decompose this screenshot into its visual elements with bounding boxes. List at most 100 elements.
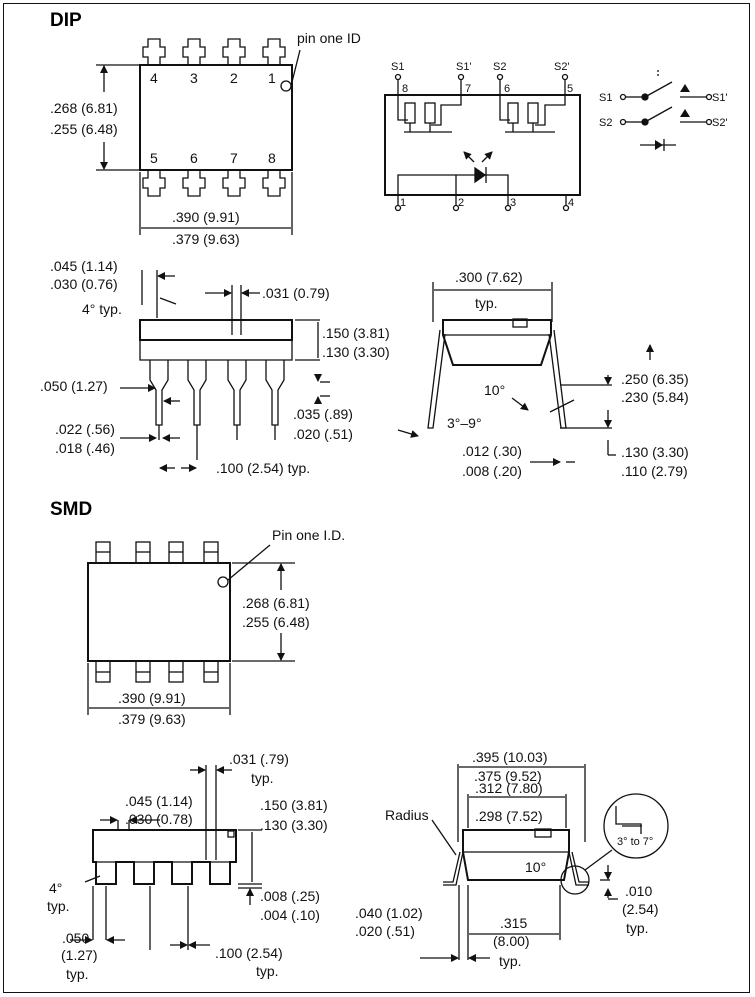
dimension-label: .312 (7.80): [475, 780, 543, 796]
dimension-label: typ.: [626, 920, 649, 936]
dip-end-view: .300 (7.62) typ. 10° 3°–9° .250 (6.35) .…: [397, 269, 689, 479]
dimension-label: .110 (2.79): [621, 463, 688, 479]
dip-height-max: .268 (6.81): [50, 100, 118, 116]
dimension-label: .050: [62, 930, 89, 946]
drawing-frame: [3, 3, 750, 993]
smd-pin-one-label: Pin one I.D.: [272, 527, 345, 543]
dip-pin-tab: [262, 38, 286, 65]
dimension-label: Radius: [385, 807, 429, 823]
dimension-label: 3: [510, 197, 516, 209]
smd-pin-tab: [135, 659, 151, 683]
dimension-label: 1: [400, 197, 406, 209]
dimension-label: typ.: [475, 295, 498, 311]
dimension-label: S1: [599, 92, 612, 104]
dimension-label: .255 (6.48): [242, 614, 310, 630]
smd-heading: SMD: [50, 499, 92, 520]
dimension-label: .045 (1.14): [50, 258, 118, 274]
dimension-label: 10°: [484, 382, 505, 398]
dip-pin-number: 1: [268, 70, 276, 86]
dimension-label: .150 (3.81): [260, 797, 328, 813]
dimension-label: .030 (0.78): [125, 811, 193, 827]
smd-side-view: .031 (.79) typ. .045 (1.14) .030 (0.78) …: [47, 751, 328, 982]
dimension-label: .008 (.20): [462, 463, 522, 479]
dimension-label: .390 (9.91): [118, 690, 186, 706]
dimension-label: .100 (2.54) typ.: [216, 460, 310, 476]
smd-pin-tab: [203, 659, 219, 683]
dimension-label: .022 (.56): [55, 421, 115, 437]
dimension-label: 3°–9°: [447, 415, 482, 431]
dimension-label: .250 (6.35): [621, 371, 689, 387]
dimension-label: .300 (7.62): [455, 269, 523, 285]
dip-width-max: .390 (9.91): [172, 209, 240, 225]
dimension-label: .100 (2.54): [215, 945, 283, 961]
dip-pin-number: 5: [150, 150, 158, 166]
dimension-label: (2.54): [622, 901, 659, 917]
dimension-label: .375 (9.52): [474, 768, 542, 784]
dimension-label: .045 (1.14): [125, 793, 193, 809]
schematic-body: [384, 94, 581, 196]
dimension-label: .130 (3.30): [621, 444, 689, 460]
dimension-label: S2': [712, 117, 728, 129]
dip-pin-number: 3: [190, 70, 198, 86]
dimension-label: S2: [599, 117, 612, 129]
dimension-label: (1.27): [61, 947, 98, 963]
dimension-label: S1: [391, 61, 404, 73]
internal-schematic: S1 S1' S2 S2': [384, 61, 581, 212]
dimension-label: 4: [568, 197, 574, 209]
dimension-label: typ.: [47, 898, 70, 914]
dip-body: [139, 64, 293, 171]
dimension-label: .050 (1.27): [40, 378, 108, 394]
dimension-label: 4° typ.: [82, 301, 122, 317]
dimension-label: .298 (7.52): [475, 808, 543, 824]
dip-width-min: .379 (9.63): [172, 231, 240, 247]
dimension-label: .012 (.30): [462, 443, 522, 459]
dip-pin-tab: [222, 38, 246, 65]
dip-pin-number: 4: [150, 70, 158, 86]
smd-pin-tab: [95, 659, 111, 683]
dimension-label: S1': [712, 92, 728, 104]
smd-pin-tab: [95, 541, 111, 565]
dip-pin-tab: [182, 38, 206, 65]
smd-pin-one-mark: [217, 576, 229, 588]
dimension-label: .031 (0.79): [262, 285, 330, 301]
dimension-label: .010: [625, 883, 652, 899]
dimension-label: .020 (.51): [355, 923, 415, 939]
dimension-label: .018 (.46): [55, 440, 115, 456]
dimension-label: .315: [500, 915, 527, 931]
dimension-label: S2': [554, 61, 570, 73]
switch-symbol: S1 S2 S1' S2': [599, 70, 728, 151]
smd-body: [87, 562, 231, 662]
dimension-label: .030 (0.76): [50, 276, 118, 292]
smd-pin-tab: [135, 541, 151, 565]
dip-height-min: .255 (6.48): [50, 121, 118, 137]
dimension-label: .040 (1.02): [355, 905, 423, 921]
dimension-label: (8.00): [493, 933, 530, 949]
dimension-label: typ.: [251, 770, 274, 786]
smd-pin-tab: [168, 659, 184, 683]
dimension-label: S2: [493, 61, 506, 73]
smd-pin-tab: [203, 541, 219, 565]
dimension-label: 8: [402, 83, 408, 95]
dimension-label: typ.: [66, 966, 89, 982]
dimension-label: .130 (3.30): [260, 817, 328, 833]
dip-pin-one-mark: [280, 80, 292, 92]
dip-pin-tab: [182, 170, 206, 197]
dimension-label: .379 (9.63): [118, 711, 186, 727]
dimension-label: 10°: [525, 859, 546, 875]
dip-pin-number: 8: [268, 150, 276, 166]
dip-pin-tab: [142, 170, 166, 197]
dimension-label: 5: [567, 83, 573, 95]
dimension-label: .031 (.79): [229, 751, 289, 767]
dip-side-view: .045 (1.14) .030 (0.76) 4° typ. .031 (0.…: [40, 258, 390, 476]
dip-pin-tab: [222, 170, 246, 197]
dip-heading: DIP: [50, 10, 82, 31]
dimension-label: .268 (6.81): [242, 595, 310, 611]
dimension-label: 7: [465, 83, 471, 95]
dimension-label: typ.: [499, 953, 522, 969]
dip-pin-tab: [142, 38, 166, 65]
dip-pin-one-label: pin one ID: [297, 30, 361, 46]
smd-pin-tab: [168, 541, 184, 565]
dimension-label: .150 (3.81): [322, 325, 390, 341]
dimension-label: S1': [456, 61, 472, 73]
